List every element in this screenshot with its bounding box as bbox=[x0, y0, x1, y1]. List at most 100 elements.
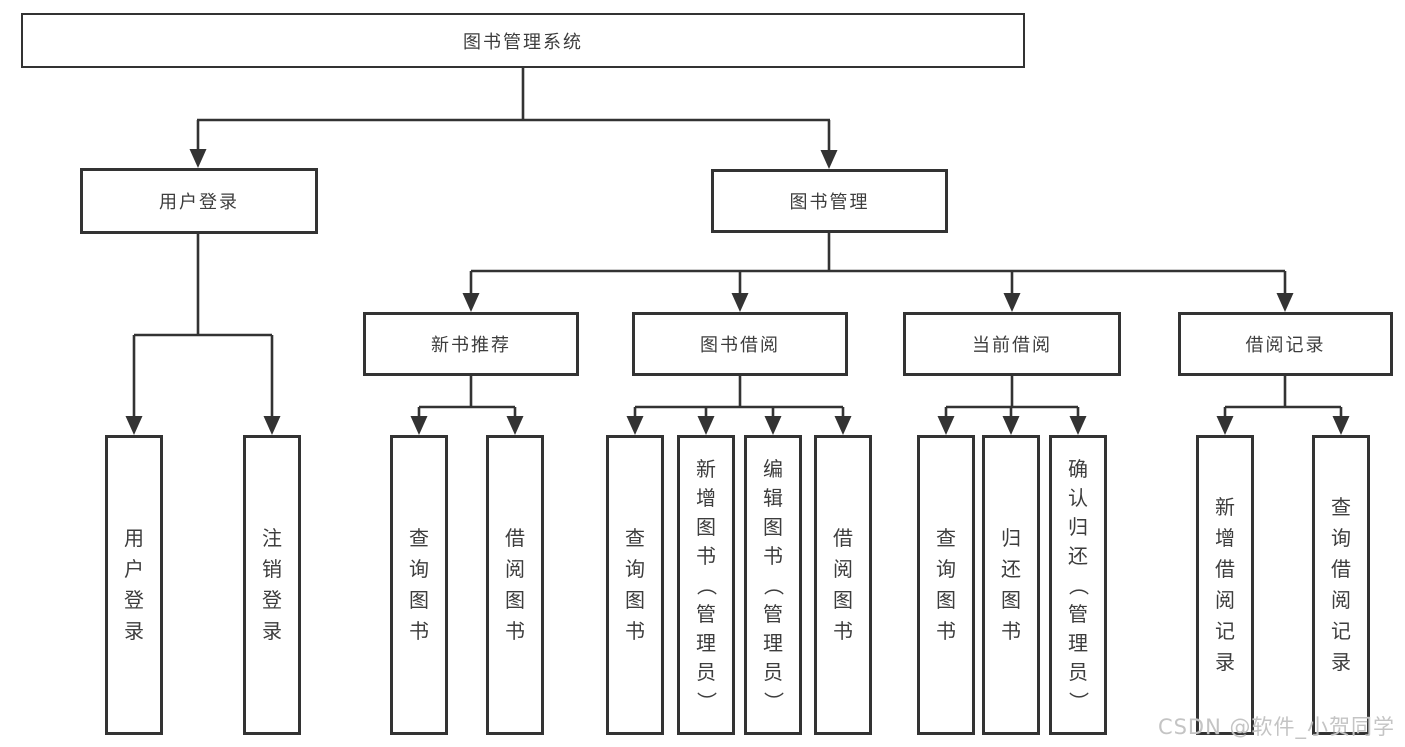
arrow-head bbox=[697, 416, 715, 435]
vertical-char: 查 bbox=[1331, 495, 1351, 519]
vertical-char: 书 bbox=[505, 619, 525, 643]
vertical-char: 借 bbox=[1215, 557, 1235, 581]
node-book-management: 图书管理 bbox=[711, 169, 948, 233]
vertical-char: 理 bbox=[1068, 630, 1088, 655]
vertical-char: 管 bbox=[696, 601, 716, 626]
vertical-char: 阅 bbox=[833, 557, 853, 581]
vertical-char: 图 bbox=[625, 588, 645, 612]
vertical-char: 录 bbox=[262, 619, 282, 643]
vertical-char: 增 bbox=[1215, 526, 1235, 550]
arrow-head bbox=[1003, 293, 1021, 312]
vertical-char: 归 bbox=[1001, 526, 1021, 550]
vertical-char: 书 bbox=[936, 619, 956, 643]
leaf-return-books: 归还图书 bbox=[982, 435, 1040, 735]
vertical-char: 确 bbox=[1068, 456, 1088, 481]
vertical-char: 阅 bbox=[505, 557, 525, 581]
vertical-char: 图 bbox=[505, 588, 525, 612]
leaf-add-books-admin: 新增图书（管理员） bbox=[677, 435, 735, 735]
vertical-char: 录 bbox=[1331, 650, 1351, 674]
vertical-char: 图 bbox=[833, 588, 853, 612]
arrow-head bbox=[764, 416, 782, 435]
vertical-char: 员 bbox=[1068, 659, 1088, 684]
vertical-char: ） bbox=[761, 691, 786, 711]
vertical-char: 询 bbox=[1331, 526, 1351, 550]
vertical-char: 归 bbox=[1068, 514, 1088, 539]
vertical-char: （ bbox=[694, 575, 719, 595]
vertical-char: 阅 bbox=[1215, 588, 1235, 612]
vertical-char: 查 bbox=[409, 526, 429, 550]
vertical-char: 员 bbox=[763, 659, 783, 684]
vertical-char: 录 bbox=[124, 619, 144, 643]
vertical-char: 记 bbox=[1331, 619, 1351, 643]
vertical-char: 户 bbox=[124, 557, 144, 581]
vertical-char: （ bbox=[1066, 575, 1091, 595]
leaf-borrow-books: 借阅图书 bbox=[486, 435, 544, 735]
vertical-char: 登 bbox=[124, 588, 144, 612]
arrow-head bbox=[1002, 416, 1020, 435]
vertical-char: 新 bbox=[696, 456, 716, 481]
vertical-char: 辑 bbox=[763, 485, 783, 510]
vertical-char: 登 bbox=[262, 588, 282, 612]
vertical-char: 增 bbox=[696, 485, 716, 510]
leaf-query-borrow-record: 查询借阅记录 bbox=[1312, 435, 1370, 735]
vertical-char: 书 bbox=[1001, 619, 1021, 643]
node-library-system: 图书管理系统 bbox=[21, 13, 1025, 68]
vertical-char: 图 bbox=[763, 514, 783, 539]
vertical-char: 询 bbox=[409, 557, 429, 581]
leaf-logout: 注销登录 bbox=[243, 435, 301, 735]
leaf-user-login: 用户登录 bbox=[105, 435, 163, 735]
arrow-head bbox=[834, 416, 852, 435]
arrow-head bbox=[731, 293, 749, 312]
vertical-char: 编 bbox=[763, 456, 783, 481]
node-borrowing-records: 借阅记录 bbox=[1178, 312, 1393, 376]
vertical-char: 阅 bbox=[1331, 588, 1351, 612]
arrow-head bbox=[626, 416, 644, 435]
vertical-char: 书 bbox=[763, 543, 783, 568]
arrow-head bbox=[1069, 416, 1087, 435]
vertical-char: 图 bbox=[409, 588, 429, 612]
leaf-query-books: 查询图书 bbox=[917, 435, 975, 735]
arrow-head bbox=[410, 416, 428, 435]
vertical-char: 借 bbox=[505, 526, 525, 550]
vertical-char: 记 bbox=[1215, 619, 1235, 643]
arrow-head bbox=[1276, 293, 1294, 312]
vertical-char: 理 bbox=[763, 630, 783, 655]
vertical-char: 认 bbox=[1068, 485, 1088, 510]
vertical-char: 还 bbox=[1001, 557, 1021, 581]
leaf-add-borrow-record: 新增借阅记录 bbox=[1196, 435, 1254, 735]
leaf-borrow-books: 借阅图书 bbox=[814, 435, 872, 735]
node-new-book-recommendation: 新书推荐 bbox=[363, 312, 579, 376]
vertical-char: 销 bbox=[262, 557, 282, 581]
vertical-char: 书 bbox=[625, 619, 645, 643]
arrow-head bbox=[189, 149, 207, 168]
vertical-char: 还 bbox=[1068, 543, 1088, 568]
arrow-head bbox=[820, 150, 838, 169]
vertical-char: 用 bbox=[124, 526, 144, 550]
vertical-char: 图 bbox=[696, 514, 716, 539]
vertical-char: 管 bbox=[763, 601, 783, 626]
vertical-char: 查 bbox=[936, 526, 956, 550]
node-user-login: 用户登录 bbox=[80, 168, 318, 234]
node-current-borrowing: 当前借阅 bbox=[903, 312, 1121, 376]
vertical-char: 询 bbox=[625, 557, 645, 581]
vertical-char: 新 bbox=[1215, 495, 1235, 519]
vertical-char: 注 bbox=[262, 526, 282, 550]
arrow-head bbox=[506, 416, 524, 435]
arrow-head bbox=[462, 293, 480, 312]
vertical-char: 图 bbox=[1001, 588, 1021, 612]
leaf-edit-books-admin: 编辑图书（管理员） bbox=[744, 435, 802, 735]
vertical-char: 管 bbox=[1068, 601, 1088, 626]
arrow-head bbox=[125, 416, 143, 435]
vertical-char: 借 bbox=[1331, 557, 1351, 581]
vertical-char: 询 bbox=[936, 557, 956, 581]
node-book-borrowing: 图书借阅 bbox=[632, 312, 848, 376]
vertical-char: 图 bbox=[936, 588, 956, 612]
arrow-head bbox=[1216, 416, 1234, 435]
leaf-query-books: 查询图书 bbox=[390, 435, 448, 735]
vertical-char: 员 bbox=[696, 659, 716, 684]
leaf-confirm-return-admin: 确认归还（管理员） bbox=[1049, 435, 1107, 735]
vertical-char: 书 bbox=[409, 619, 429, 643]
arrow-head bbox=[263, 416, 281, 435]
